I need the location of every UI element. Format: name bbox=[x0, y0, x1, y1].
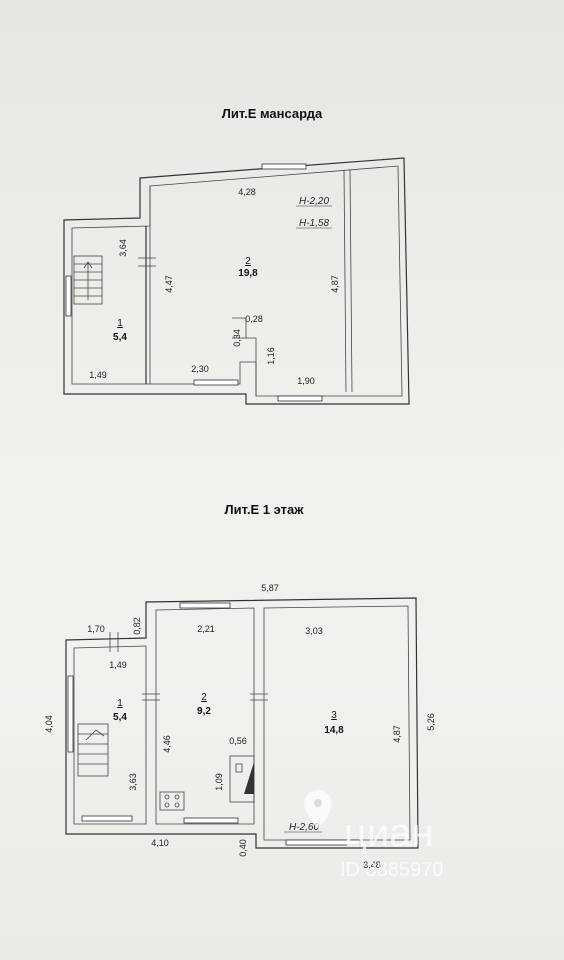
location-pin-icon bbox=[304, 790, 332, 828]
attic-dim-right-v: 4,87 bbox=[330, 275, 340, 293]
ground-dim-room2-w: 2,21 bbox=[197, 624, 215, 634]
attic-dim-step-h: 1,16 bbox=[266, 347, 276, 365]
ground-title: Лит.Е 1 этаж bbox=[225, 502, 305, 517]
attic-dim-bottom-left: 1,49 bbox=[89, 370, 107, 380]
ground-room2-number: 2 bbox=[201, 692, 207, 703]
stove bbox=[159, 791, 185, 811]
attic-height-full: Н-2,20 bbox=[299, 196, 329, 207]
watermark: циан ID 3885970 bbox=[304, 790, 443, 881]
ground-room2-area: 9,2 bbox=[197, 706, 211, 717]
ground-dim-stove-w: 0,56 bbox=[229, 736, 247, 746]
ground-dim-top-overall: 5,87 bbox=[261, 583, 279, 593]
attic-stairs bbox=[73, 255, 103, 305]
attic-walls bbox=[63, 157, 410, 405]
ground-dim-right-overall: 5,26 bbox=[426, 713, 436, 731]
attic-dim-notch-w: 0,28 bbox=[245, 314, 263, 324]
attic-dim-notch-h: 0,34 bbox=[232, 329, 242, 347]
ground-dim-bottom-step: 0,40 bbox=[238, 839, 248, 857]
ground-dim-stove-h: 1,09 bbox=[214, 773, 224, 791]
ground-room3-number: 3 bbox=[331, 710, 337, 721]
attic-dim-top: 4,28 bbox=[238, 187, 256, 197]
ground-dim-room1-h: 3,63 bbox=[128, 773, 138, 791]
watermark-brand: циан bbox=[344, 811, 434, 855]
ground-dim-room3-w: 3,03 bbox=[305, 626, 323, 636]
ground-stairs bbox=[77, 723, 109, 777]
attic-dim-bottom-right: 1,90 bbox=[297, 376, 315, 386]
ground-dim-porch-h: 0,82 bbox=[132, 617, 142, 635]
attic-room1-number: 1 bbox=[117, 318, 123, 329]
ground-dim-room1-w: 1,49 bbox=[109, 660, 127, 670]
attic-room1-area: 5,4 bbox=[113, 332, 127, 343]
ground-dim-room2-h: 4,46 bbox=[162, 735, 172, 753]
ground-dim-room3-h: 4,87 bbox=[392, 725, 402, 743]
oven bbox=[229, 755, 255, 803]
ground-dim-bottom-right: 3,48 bbox=[363, 860, 381, 870]
attic-title: Лит.Е мансарда bbox=[222, 106, 323, 121]
ground-height: Н-2,60 bbox=[289, 822, 319, 833]
ground-walls bbox=[65, 597, 419, 849]
ground-dim-porch-w: 1,70 bbox=[87, 624, 105, 634]
ground-room1-number: 1 bbox=[117, 698, 123, 709]
ground-dim-left-overall: 4,04 bbox=[44, 715, 54, 733]
attic-height-low: Н-1,58 bbox=[299, 218, 329, 229]
attic-room2-area: 19,8 bbox=[238, 268, 258, 279]
attic-dim-left-v: 3,64 bbox=[118, 239, 128, 257]
attic-room2-number: 2 bbox=[245, 256, 251, 267]
ground-dim-bottom-left: 4,10 bbox=[151, 838, 169, 848]
watermark-id: ID 3885970 bbox=[340, 859, 443, 881]
attic-dim-bottom-mid: 2,30 bbox=[191, 364, 209, 374]
ground-room3-area: 14,8 bbox=[324, 725, 344, 736]
attic-dim-inner-left-v: 4,47 bbox=[164, 275, 174, 293]
ground-room1-area: 5,4 bbox=[113, 712, 127, 723]
